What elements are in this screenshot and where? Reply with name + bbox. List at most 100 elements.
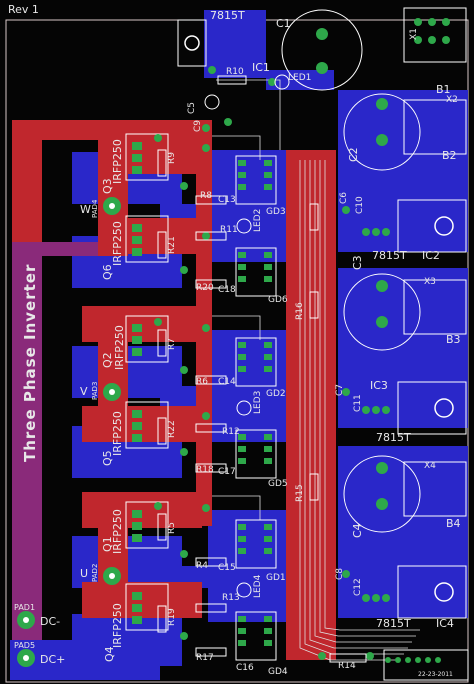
c9-label: C9 xyxy=(193,119,203,132)
b1-label: B1 xyxy=(436,83,451,96)
c11-label: C11 xyxy=(353,394,363,412)
q2-label: Q2 xyxy=(101,352,114,368)
gd3-label: GD3 xyxy=(266,207,286,217)
c10-label: C10 xyxy=(355,196,365,214)
r4-label: R4 xyxy=(196,561,208,571)
q4-part-label: IRFP250 xyxy=(111,603,124,648)
ic3-label: IC3 xyxy=(370,379,388,392)
r5-label: R5 xyxy=(167,522,177,534)
leds xyxy=(204,74,290,598)
q2-part-label: IRFP250 xyxy=(113,325,126,370)
dc-minus-label: DC- xyxy=(40,615,61,628)
bottom-copper-layer xyxy=(10,10,468,680)
q6-label: Q6 xyxy=(101,264,114,280)
x4-label: X4 xyxy=(424,461,436,471)
x1-label: X1 xyxy=(409,28,419,40)
r15-label: R15 xyxy=(295,484,305,502)
q1-label: Q1 xyxy=(101,536,114,552)
c18-label: C18 xyxy=(218,285,236,295)
c16-label: C16 xyxy=(236,663,254,673)
r10-label: R10 xyxy=(226,67,244,77)
r16-label: R16 xyxy=(295,302,305,320)
gate-drivers xyxy=(235,155,277,661)
led1-label: LED1 xyxy=(288,73,312,83)
pad3-label: PAD3 xyxy=(91,381,99,400)
overlap-areas xyxy=(12,242,98,640)
ic4-label: IC4 xyxy=(436,617,454,630)
r9-label: R9 xyxy=(167,152,177,164)
r6-label: R6 xyxy=(196,377,208,387)
r8-label: R8 xyxy=(200,191,212,201)
r7-label: R7 xyxy=(167,338,177,350)
c12-label: C12 xyxy=(353,578,363,596)
r21-label: R21 xyxy=(167,236,177,254)
reg3-label: 7815T xyxy=(376,431,411,444)
terminal-blocks xyxy=(383,7,469,681)
x2-label: X2 xyxy=(446,95,458,105)
r13-label: R13 xyxy=(222,593,240,603)
x3-label: X3 xyxy=(424,277,436,287)
q6-part-label: IRFP250 xyxy=(111,221,124,266)
reg1-label: 7815T xyxy=(210,9,245,22)
led3-label: LED3 xyxy=(253,390,263,414)
r22-label: R22 xyxy=(167,420,177,438)
c6-label: C6 xyxy=(339,191,349,204)
gd6-label: GD6 xyxy=(268,295,288,305)
pad2-label: PAD2 xyxy=(91,563,99,582)
q3-label: Q3 xyxy=(101,178,114,194)
c1-label: C1 xyxy=(276,17,291,30)
r17-label: R17 xyxy=(196,653,214,663)
c8-label: C8 xyxy=(335,567,345,580)
b4-label: B4 xyxy=(446,517,461,530)
board-title: Three Phase Inverter xyxy=(21,263,39,462)
mosfets xyxy=(125,133,169,631)
gd5-label: GD5 xyxy=(268,479,288,489)
r20-label: R20 xyxy=(196,283,214,293)
reg2-label: 7815T xyxy=(372,249,407,262)
q5-part-label: IRFP250 xyxy=(111,411,124,456)
c7-label: C7 xyxy=(335,383,345,396)
pad1-label: PAD1 xyxy=(14,603,36,612)
u-label: U xyxy=(80,567,89,580)
c5-label: C5 xyxy=(187,101,197,114)
c17-label: C17 xyxy=(218,467,236,477)
r11-label: R11 xyxy=(220,225,238,235)
b2-label: B2 xyxy=(442,149,457,162)
capacitors xyxy=(281,9,421,533)
vias xyxy=(154,18,450,663)
led2-label: LED2 xyxy=(253,208,263,232)
pad5-label: PAD5 xyxy=(14,641,36,650)
revision-label: Rev 1 xyxy=(8,3,39,16)
v-label: V xyxy=(80,385,88,398)
b3-label: B3 xyxy=(446,333,461,346)
regulators xyxy=(177,19,467,619)
q4-label: Q4 xyxy=(103,646,116,662)
gd2-label: GD2 xyxy=(266,389,286,399)
reg4-label: 7815T xyxy=(376,617,411,630)
q5-label: Q5 xyxy=(101,450,114,466)
r18-label: R18 xyxy=(196,465,214,475)
r12-label: R12 xyxy=(222,427,240,437)
q3-part-label: IRFP250 xyxy=(111,139,124,184)
gd4-label: GD4 xyxy=(268,667,288,677)
ic2-label: IC2 xyxy=(422,249,440,262)
c3-label: C3 xyxy=(351,255,364,270)
ic1-label: IC1 xyxy=(252,61,270,74)
c15-label: C15 xyxy=(218,563,236,573)
led4-label: LED4 xyxy=(253,574,263,598)
r19-label: R19 xyxy=(167,608,177,626)
output-pads xyxy=(17,197,121,667)
resistors xyxy=(157,75,367,663)
r14-label: R14 xyxy=(338,661,356,671)
gd1-label: GD1 xyxy=(266,573,286,583)
date-label: 22-23-2011 xyxy=(418,671,453,678)
dc-plus-label: DC+ xyxy=(40,653,66,666)
c2-label: C2 xyxy=(347,147,360,162)
w-label: W xyxy=(80,203,91,216)
pad4-label: PAD4 xyxy=(91,199,99,218)
c13-label: C13 xyxy=(218,195,236,205)
c4-label: C4 xyxy=(351,523,364,538)
c14-label: C14 xyxy=(218,377,236,387)
